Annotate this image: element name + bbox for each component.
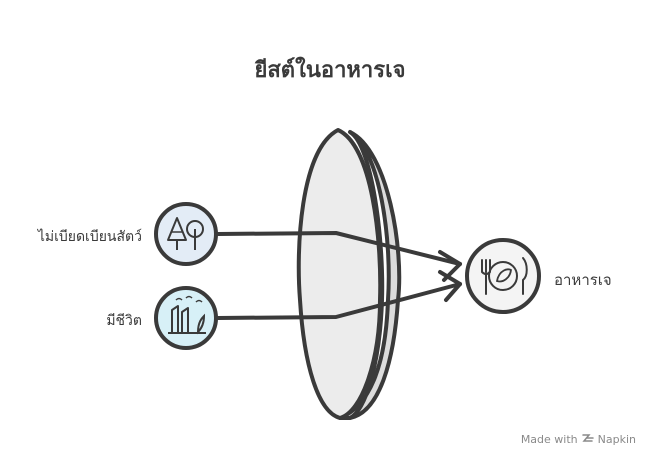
plate-fork-knife-icon [465,238,541,314]
arrow-2 [216,282,462,320]
factory-plant-icon [154,286,218,350]
output-label: อาหารเจ [554,271,612,289]
arrow-2-head [438,270,462,302]
footer-text: Made with [520,433,578,446]
diagram-title: ยีสต์ในอาหารเจ [254,58,406,83]
arrow-1-head [438,250,462,282]
arrow-1 [216,231,462,266]
footer-attribution: Made with Napkin [521,432,636,447]
trees-icon [154,202,218,266]
input-label-2: มีชีวิต [106,313,142,329]
footer-brand: Napkin [597,433,636,446]
input-label-1: ไม่เบียดเบียนสัตว์ [37,229,142,245]
lens-edge [348,130,385,420]
napkin-logo-icon [581,432,594,447]
